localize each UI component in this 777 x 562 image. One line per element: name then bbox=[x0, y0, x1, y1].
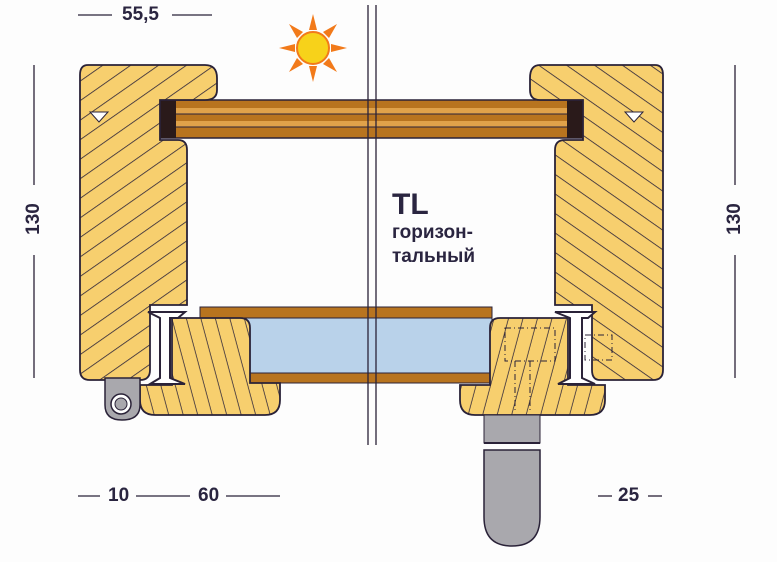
outer-glazing-panel bbox=[157, 99, 584, 139]
seals bbox=[146, 311, 598, 385]
window-type-subtitle-1: горизон- bbox=[392, 222, 473, 243]
right-frame bbox=[529, 64, 664, 381]
left-sash bbox=[139, 317, 281, 416]
handle-icon bbox=[483, 414, 541, 547]
dimension-top-width: 55,5 bbox=[122, 4, 159, 25]
dimension-lines bbox=[33, 14, 736, 497]
left-frame bbox=[79, 64, 218, 381]
dimension-hinge-offset: 10 bbox=[108, 485, 130, 506]
right-sash bbox=[459, 317, 606, 416]
window-type-subtitle-2: тальный bbox=[392, 246, 476, 267]
lock-mechanism-outline bbox=[504, 327, 613, 412]
dimension-left-height: 130 bbox=[23, 203, 44, 235]
sun-icon bbox=[279, 14, 347, 82]
inner-glazing-unit bbox=[199, 306, 493, 384]
hinge-icon bbox=[104, 377, 141, 421]
dimension-handle-offset: 25 bbox=[618, 485, 640, 506]
dimension-sash-width: 60 bbox=[198, 485, 220, 506]
window-type-title: TL bbox=[392, 188, 429, 221]
dimension-right-height: 130 bbox=[724, 203, 745, 235]
